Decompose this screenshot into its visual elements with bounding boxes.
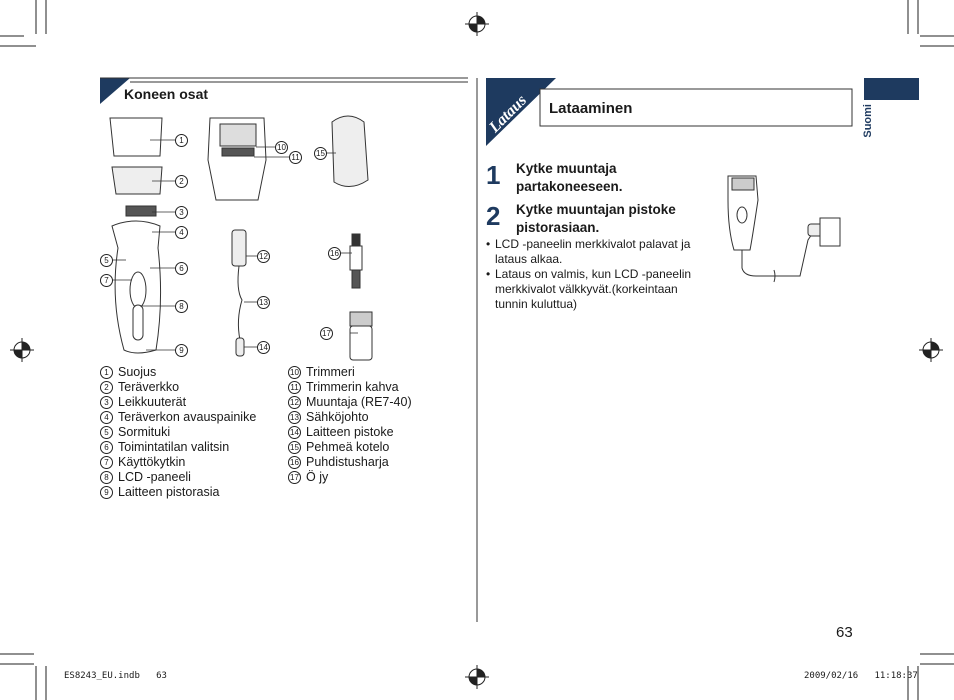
parts-list-item: 17 Ö jy (288, 470, 412, 485)
parts-list-item: 10 Trimmeri (288, 365, 412, 380)
parts-list-right: 10 Trimmeri 11 Trimmerin kahva 12 Muuntaja … (288, 365, 412, 485)
callout-8: 8 (175, 300, 188, 313)
note-text: Lataus on valmis, kun LCD -paneelin merk… (495, 267, 692, 311)
part-label: Leikkuuterät (118, 395, 187, 409)
parts-list-item: 6 Toimintatilan valitsin (100, 440, 256, 455)
part-number: 14 (288, 426, 301, 439)
parts-list-item: 13 Sähköjohto (288, 410, 412, 425)
cap-part (109, 117, 163, 157)
note-text: LCD -paneelin merkkivalot palavat ja lat… (495, 237, 691, 266)
callout-16: 16 (328, 247, 341, 260)
part-number: 16 (288, 456, 301, 469)
parts-list-item: 4 Teräverkon avauspainike (100, 410, 256, 425)
parts-list-item: 12 Muuntaja (RE7-40) (288, 395, 412, 410)
part-number: 8 (100, 471, 113, 484)
charging-notes: •LCD -paneelin merkkivalot palavat ja la… (486, 237, 706, 312)
parts-list-item: 15 Pehmeä kotelo (288, 440, 412, 455)
section-title-lataaminen: Lataaminen (549, 100, 633, 117)
callout-17: 17 (320, 327, 333, 340)
callout-2: 2 (175, 175, 188, 188)
part-label: Laitteen pistoke (306, 425, 394, 439)
language-side-tab (864, 78, 919, 100)
part-number: 12 (288, 396, 301, 409)
part-number: 10 (288, 366, 301, 379)
callout-14: 14 (257, 341, 270, 354)
page-number: 63 (836, 624, 853, 641)
parts-list-item: 11 Trimmerin kahva (288, 380, 412, 395)
part-label: Ö jy (306, 470, 329, 484)
pouch-part (331, 115, 369, 187)
callout-6: 6 (175, 262, 188, 275)
part-label: Muuntaja (RE7-40) (306, 395, 412, 409)
part-number: 11 (288, 381, 301, 394)
step-text: Kytke muuntaja partakoneeseen. (516, 161, 623, 194)
callout-10: 10 (275, 141, 288, 154)
part-label: Sormituki (118, 425, 171, 439)
foil-part (111, 166, 163, 195)
callout-13: 13 (257, 296, 270, 309)
callout-12: 12 (257, 250, 270, 263)
footer-timestamp: 2009/02/16 11:18:37 (804, 671, 918, 681)
part-number: 4 (100, 411, 113, 424)
part-label: Suojus (118, 365, 157, 379)
parts-list-item: 7 Käyttökytkin (100, 455, 256, 470)
step-number: 1 (486, 160, 501, 190)
part-label: Puhdistusharja (306, 455, 389, 469)
callout-5: 5 (100, 254, 113, 267)
part-label: LCD -paneeli (118, 470, 191, 484)
blades-part (125, 205, 157, 217)
part-label: Trimmeri (306, 365, 355, 379)
callout-4: 4 (175, 226, 188, 239)
callout-3: 3 (175, 206, 188, 219)
parts-list-item: 1 Suojus (100, 365, 256, 380)
callout-7: 7 (100, 274, 113, 287)
part-number: 15 (288, 441, 301, 454)
step-number: 2 (486, 201, 501, 231)
footer-file-info: ES8243_EU.indb 63 (64, 671, 167, 681)
part-label: Laitteen pistorasia (118, 485, 220, 499)
part-label: Sähköjohto (306, 410, 369, 424)
part-number: 5 (100, 426, 113, 439)
part-label: Teräverkko (118, 380, 180, 394)
part-number: 3 (100, 396, 113, 409)
callout-15: 15 (314, 147, 327, 160)
parts-list-left: 1 Suojus 2 Teräverkko 3 Leikkuuterät 4 Teräv… (100, 365, 256, 500)
part-number: 6 (100, 441, 113, 454)
parts-list-item: 5 Sormituki (100, 425, 256, 440)
step-text: Kytke muuntajan pistoke pistorasiaan. (516, 202, 676, 235)
part-number: 17 (288, 471, 301, 484)
parts-list-item: 9 Laitteen pistorasia (100, 485, 256, 500)
parts-list-item: 2 Teräverkko (100, 380, 256, 395)
parts-list-item: 8 LCD -paneeli (100, 470, 256, 485)
parts-list-item: 16 Puhdistusharja (288, 455, 412, 470)
part-number: 1 (100, 366, 113, 379)
part-number: 7 (100, 456, 113, 469)
part-number: 13 (288, 411, 301, 424)
callout-9: 9 (175, 344, 188, 357)
part-label: Käyttökytkin (118, 455, 186, 469)
note-item: •Lataus on valmis, kun LCD -paneelin mer… (486, 267, 706, 312)
note-item: •LCD -paneelin merkkivalot palavat ja la… (486, 237, 706, 267)
callout-11: 11 (289, 151, 302, 164)
part-label: Teräverkon avauspainike (118, 410, 257, 424)
part-label: Trimmerin kahva (306, 380, 399, 394)
section-title-koneen-osat: Koneen osat (124, 86, 209, 102)
part-number: 2 (100, 381, 113, 394)
callout-1: 1 (175, 134, 188, 147)
parts-list-item: 14 Laitteen pistoke (288, 425, 412, 440)
part-label: Toimintatilan valitsin (118, 440, 230, 454)
part-number: 9 (100, 486, 113, 499)
part-label: Pehmeä kotelo (306, 440, 390, 454)
parts-list-item: 3 Leikkuuterät (100, 395, 256, 410)
